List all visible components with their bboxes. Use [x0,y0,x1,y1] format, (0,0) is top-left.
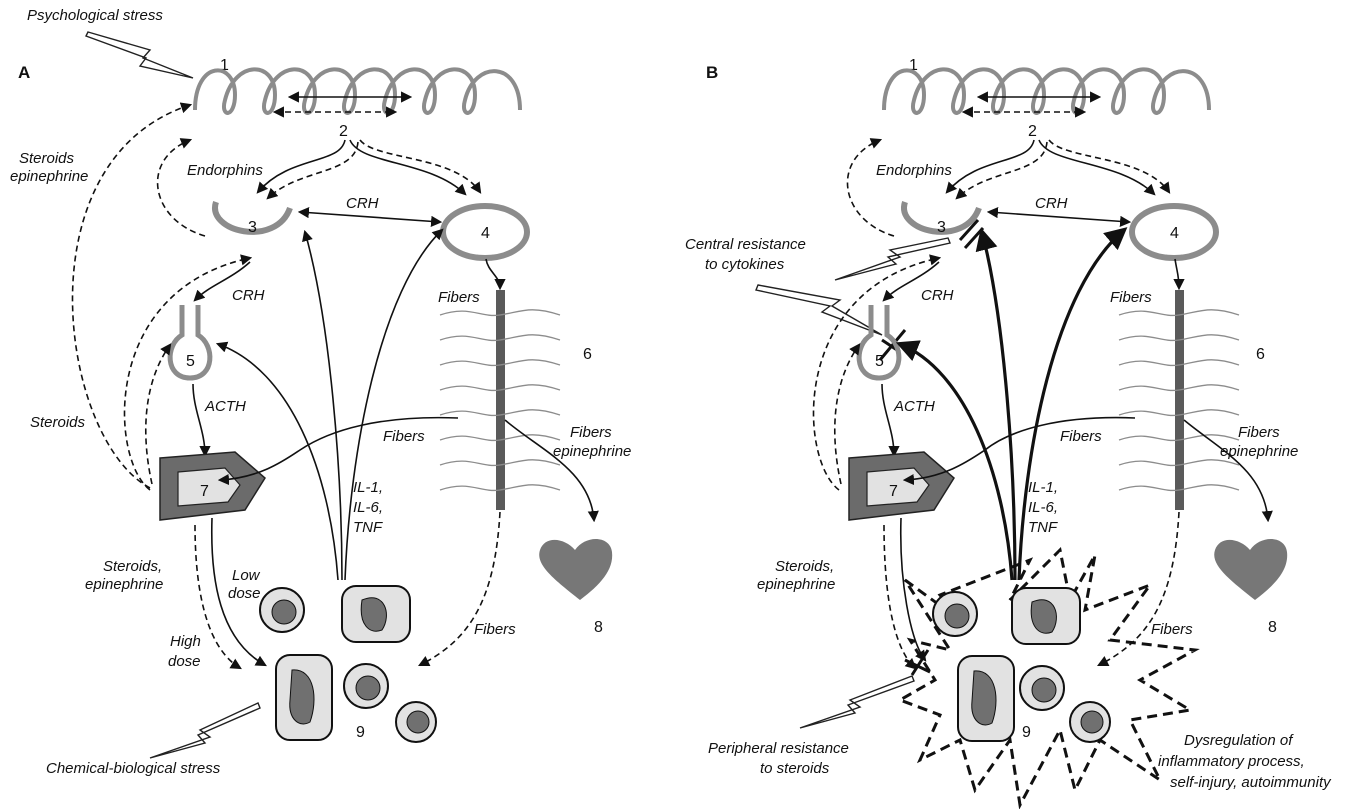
psychological-stress-lightning-icon [86,32,193,78]
b-peripheral-resistance-line2: to steroids [760,760,830,777]
arrow-5-to-7 [193,384,205,455]
b-cortex-structure-1 [884,69,1209,113]
number-5: 5 [186,353,195,370]
b-number-3: 3 [937,219,946,236]
b-arrow-5-to-7 [882,384,894,455]
number-3: 3 [248,219,257,236]
crh-mid-label: CRH [232,287,265,304]
panel-a-letter: A [18,63,30,82]
arrow-6-to-9-dashed [420,512,500,665]
b-cytokines-line3: TNF [1028,519,1058,536]
b-arrow-7-to-9-dashed [884,525,915,668]
b-crh-arrow-3-4 [989,212,1129,222]
arrow-2-to-3-solid [258,140,345,192]
b-pituitary-resistance-lightning-icon [756,285,882,335]
steroids-epinephrine-label-line2: epinephrine [10,168,88,185]
b-central-resistance-line2: to cytokines [705,256,785,273]
b-number-9: 9 [1022,724,1031,741]
cytokines-label-line2: IL-6, [353,499,383,516]
number-8: 8 [594,619,603,636]
b-dysregulation-line3: self-injury, autoimmunity [1170,774,1332,791]
heart-icon [539,539,612,600]
number-9: 9 [356,724,365,741]
arrow-4-to-6 [486,259,500,288]
b-number-8: 8 [1268,619,1277,636]
arrow-2-to-3-dashed [268,142,358,198]
b-steroids-epinephrine-line2: epinephrine [757,576,835,593]
acth-label: ACTH [204,398,246,415]
steroids-epinephrine-label-line1: Steroids [19,150,75,167]
b-arrow-2-to-4-dashed [1049,140,1169,192]
b-fibers-epinephrine-line1: Fibers [1238,424,1280,441]
number-4: 4 [481,225,490,242]
b-cytokines-line1: IL-1, [1028,479,1058,496]
cytokines-label-line1: IL-1, [353,479,383,496]
fibers-epinephrine-label-line1: Fibers [570,424,612,441]
steroids-epinephrine-low-line1: Steroids, [103,558,162,575]
b-number-2: 2 [1028,123,1037,140]
b-heart-icon [1214,539,1287,600]
b-peripheral-resistance-lightning-icon [800,676,914,728]
b-steroids-epinephrine-line1: Steroids, [775,558,834,575]
b-number-7: 7 [889,483,898,500]
low-dose-line1: Low [232,567,261,584]
b-arrow-4-to-6 [1175,259,1179,288]
arrow-2-to-4-solid [350,140,465,194]
b-arrow-2-to-3-solid [947,140,1034,192]
b-structure-6-spinal-cord [1175,290,1184,510]
b-endorphins-label: Endorphins [876,162,952,179]
b-crh-top-label: CRH [1035,195,1068,212]
b-cytokine-arrow-to-3 [982,232,1015,580]
steroids-epinephrine-low-line2: epinephrine [85,576,163,593]
b-dysregulation-line1: Dysregulation of [1184,732,1294,749]
b-fibers-top-label: Fibers [1110,289,1152,306]
number-6: 6 [583,346,592,363]
fibers-epinephrine-label-line2: epinephrine [553,443,631,460]
fibers-mid-label: Fibers [383,428,425,445]
steroids-label: Steroids [30,414,86,431]
fibers-top-label: Fibers [438,289,480,306]
chemical-stress-label: Chemical-biological stress [46,760,221,777]
arrow-2-to-4-dashed [360,140,480,192]
chemical-stress-lightning-icon [150,703,260,758]
high-dose-line1: High [170,633,201,650]
b-peripheral-resistance-line1: Peripheral resistance [708,740,849,757]
number-7: 7 [200,483,209,500]
panel-a: A Psychological stress 1 2 Endorphins 3 … [10,7,631,777]
cortex-structure-1 [195,69,520,113]
cytokine-arrow-to-3 [305,232,342,580]
psychological-stress-label: Psychological stress [27,7,163,24]
b-acth-label: ACTH [893,398,935,415]
b-dysregulation-line2: inflammatory process, [1158,753,1305,770]
b-cytokines-line2: IL-6, [1028,499,1058,516]
structure-6-spinal-cord [496,290,505,510]
b-number-4: 4 [1170,225,1179,242]
crh-arrow-3-4 [300,212,440,222]
panel-b-letter: B [706,63,718,82]
b-arrow-2-to-3-dashed [957,142,1047,198]
b-number-6: 6 [1256,346,1265,363]
high-dose-line2: dose [168,653,201,670]
b-central-resistance-line1: Central resistance [685,236,806,253]
immune-cells-9 [260,586,436,742]
b-fibers-low-label: Fibers [1151,621,1193,638]
cytokines-label-line3: TNF [353,519,383,536]
fibers-low-label: Fibers [474,621,516,638]
low-dose-line2: dose [228,585,261,602]
panel-b: B 1 2 Endorphins 3 4 CRH Central resista… [685,57,1332,805]
b-fibers-mid-label: Fibers [1060,428,1102,445]
crh-top-label: CRH [346,195,379,212]
b-arrow-3-to-1-dashed [847,140,894,236]
b-number-5: 5 [875,353,884,370]
number-2: 2 [339,123,348,140]
endorphins-label: Endorphins [187,162,263,179]
b-crh-mid-label: CRH [921,287,954,304]
b-arrow-7-to-9-solid [901,518,925,660]
b-arrow-2-to-4-solid [1039,140,1154,194]
arrow-3-to-1-dashed [158,140,205,236]
